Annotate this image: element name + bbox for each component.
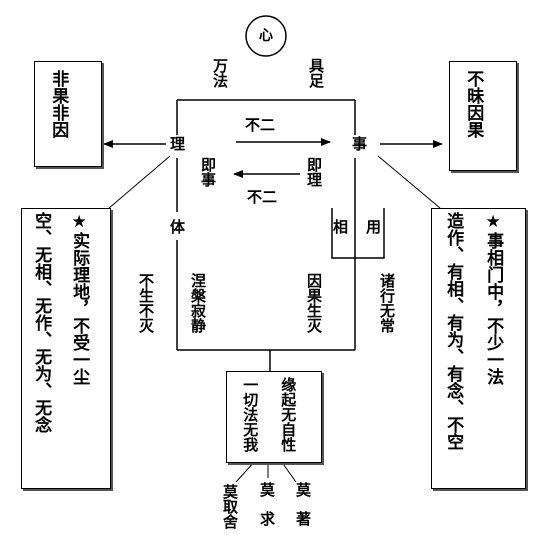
moqushe-label: 莫取舍 <box>221 484 239 529</box>
diag-left <box>107 155 171 210</box>
left-panel-col2: 空、无相、无作、无为、无念 <box>31 212 52 433</box>
left-panel: ★实际理地，不受一尘 空、无相、无作、无为、无念 <box>21 208 111 489</box>
yinguoshengmie-text: 因果生灭 <box>305 273 323 333</box>
line-moqushe <box>235 460 256 483</box>
xiang-label: 相 <box>333 218 349 236</box>
right-panel: ★事相门中，不少一法 造作、有相、有为、有念、不空 <box>431 208 526 489</box>
niepanjijing-text: 涅槃寂静 <box>189 273 207 333</box>
heart-label: 心 <box>259 28 273 44</box>
jishi-label: 即事 <box>199 157 217 187</box>
zhuxingwuchang-text: 诸行无常 <box>378 273 396 333</box>
feiguofeiyin-text: 非果非因 <box>48 70 69 138</box>
left-panel-col1: ★实际理地，不受一尘 <box>69 212 90 385</box>
jili-label: 即理 <box>305 157 323 187</box>
right-panel-col2: 造作、有相、有为、有念、不空 <box>443 212 464 450</box>
wanfa-label: 万法 <box>211 58 229 88</box>
yiqiefawuwo-text: 一切法无我 <box>241 377 260 452</box>
xiang-yong-bracket <box>331 208 385 259</box>
buer-top-label: 不二 <box>245 116 276 134</box>
heart-circle <box>245 15 287 57</box>
right-panel-col1: ★事相门中，不少一法 <box>483 212 504 385</box>
juzu-label: 具足 <box>307 58 325 88</box>
yuanqiwuzixing-text: 缘起无自性 <box>279 377 298 452</box>
bottom-box: 缘起无自性 一切法无我 <box>226 371 322 463</box>
li-label: 理 <box>170 135 186 153</box>
mozhu-label: 莫著 <box>294 482 312 540</box>
bumeiyinguo-text: 不昧因果 <box>463 70 484 138</box>
yong-label: 用 <box>366 218 382 236</box>
buer-bottom-label: 不二 <box>247 188 278 206</box>
moqiu-label: 莫求 <box>258 482 276 540</box>
right-concept-box: 不昧因果 <box>449 61 517 171</box>
bushengbumie-text: 不生不灭 <box>137 273 155 333</box>
diag-right <box>377 155 441 209</box>
left-concept-box: 非果非因 <box>34 61 102 167</box>
shi-label: 事 <box>352 135 368 153</box>
line-mozhu <box>280 460 297 483</box>
ti-label: 体 <box>170 218 186 236</box>
